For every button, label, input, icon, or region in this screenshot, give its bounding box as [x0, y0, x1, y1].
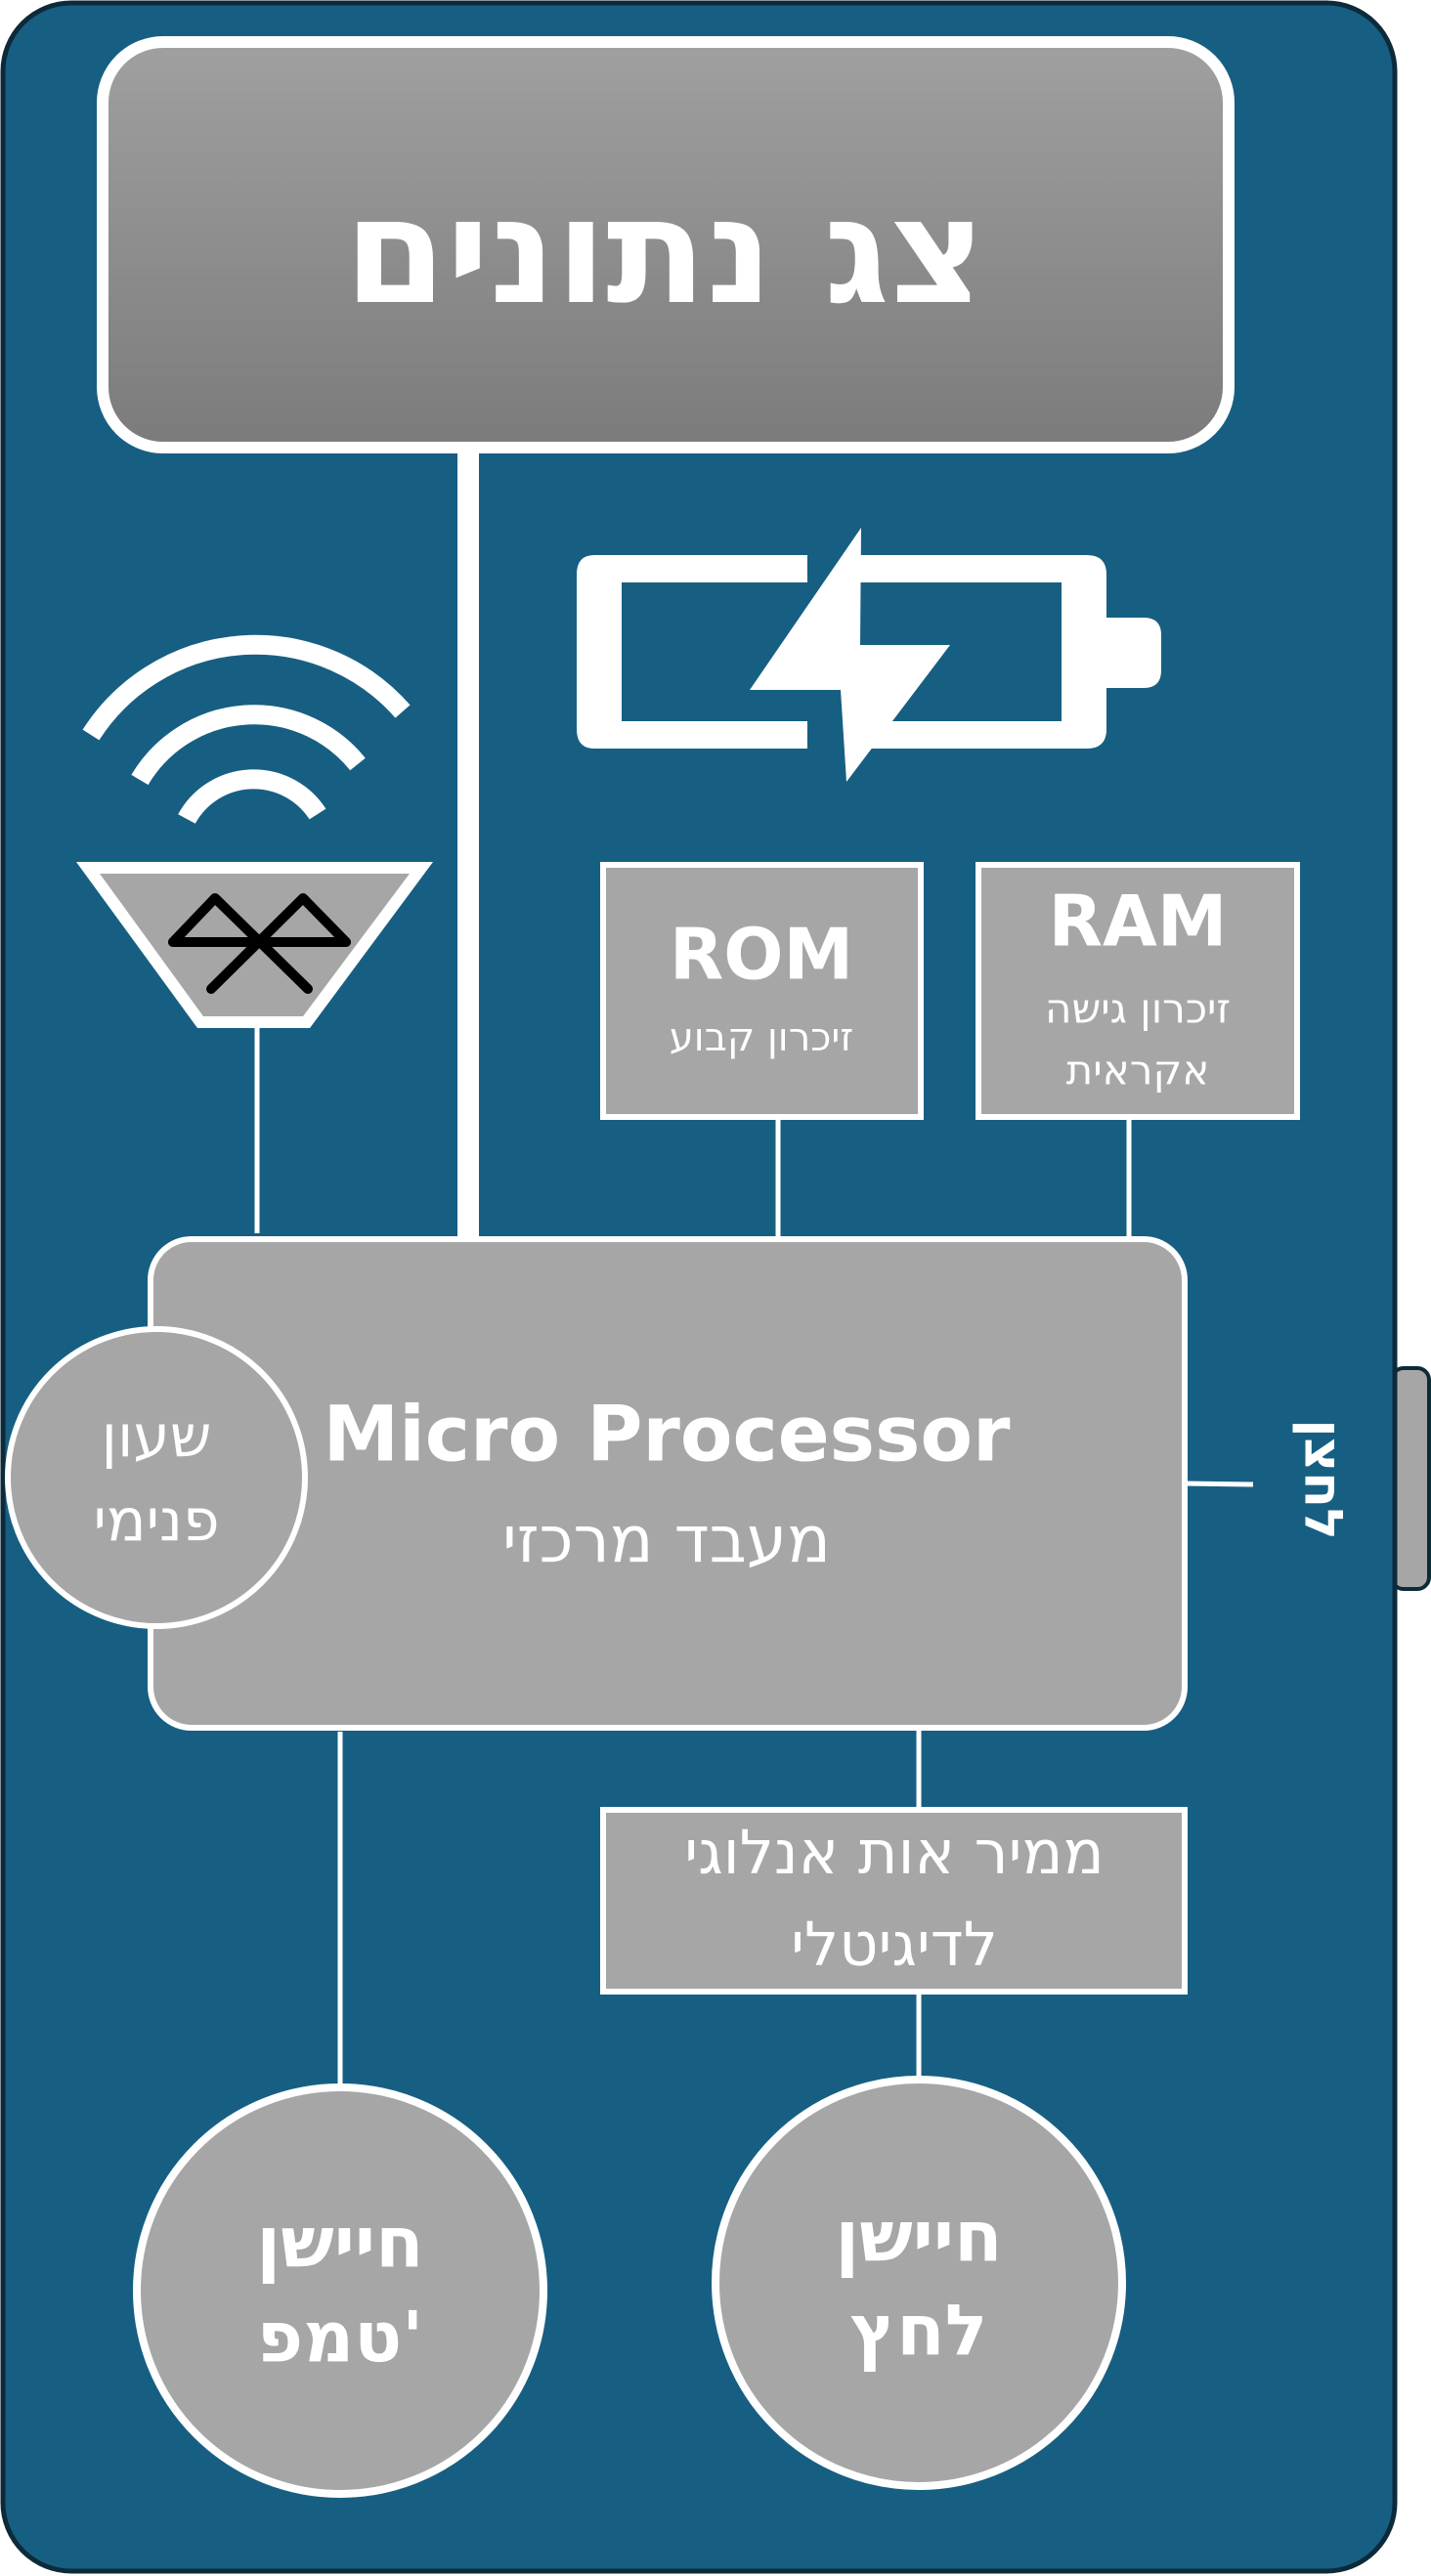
pressure-sensor-line1: חיישן	[835, 2196, 1002, 2278]
data-display	[97, 36, 1235, 453]
processor-title: Micro Processor	[323, 1391, 1011, 1479]
pressure-sensor-line2: לחץ	[850, 2290, 988, 2372]
temp-sensor-line1: חיישן	[256, 2202, 423, 2284]
ram-line1: זיכרון גישה	[1045, 985, 1231, 1033]
ram-title: RAM	[1049, 880, 1228, 963]
rom-block	[600, 862, 924, 1120]
internal-clock	[5, 1326, 308, 1629]
clock-line1: שעון	[102, 1403, 212, 1472]
temperature-sensor	[133, 2083, 547, 2498]
wifi-waves-icon	[82, 634, 411, 825]
battery-charging-icon	[577, 523, 1161, 782]
rom-subtitle: זיכרון קבוע	[670, 1015, 853, 1060]
rom-title: ROM	[670, 914, 853, 996]
side-button-label: לחצן	[1292, 1419, 1354, 1540]
connection-lines	[254, 445, 1254, 2085]
pressure-sensor	[712, 2076, 1126, 2490]
bluetooth-icon	[168, 893, 351, 994]
processor-subtitle: מעבד מרכזי	[502, 1502, 831, 1577]
clock-line2: פנימי	[93, 1487, 219, 1556]
adc-line1: ממיר אות אנלוגי	[684, 1817, 1104, 1888]
ram-line2: אקראית	[1066, 1047, 1210, 1095]
temp-sensor-line2: טמפ'	[257, 2297, 423, 2379]
button-line	[1182, 1481, 1254, 1487]
display-label: צג נתונים	[344, 167, 985, 337]
ram-block	[976, 862, 1300, 1120]
side-button-tab[interactable]	[1390, 1366, 1431, 1591]
adc-block	[600, 1807, 1188, 1995]
adc-line2: לדיגיטלי	[791, 1909, 998, 1980]
bluetooth-module	[76, 862, 433, 1028]
